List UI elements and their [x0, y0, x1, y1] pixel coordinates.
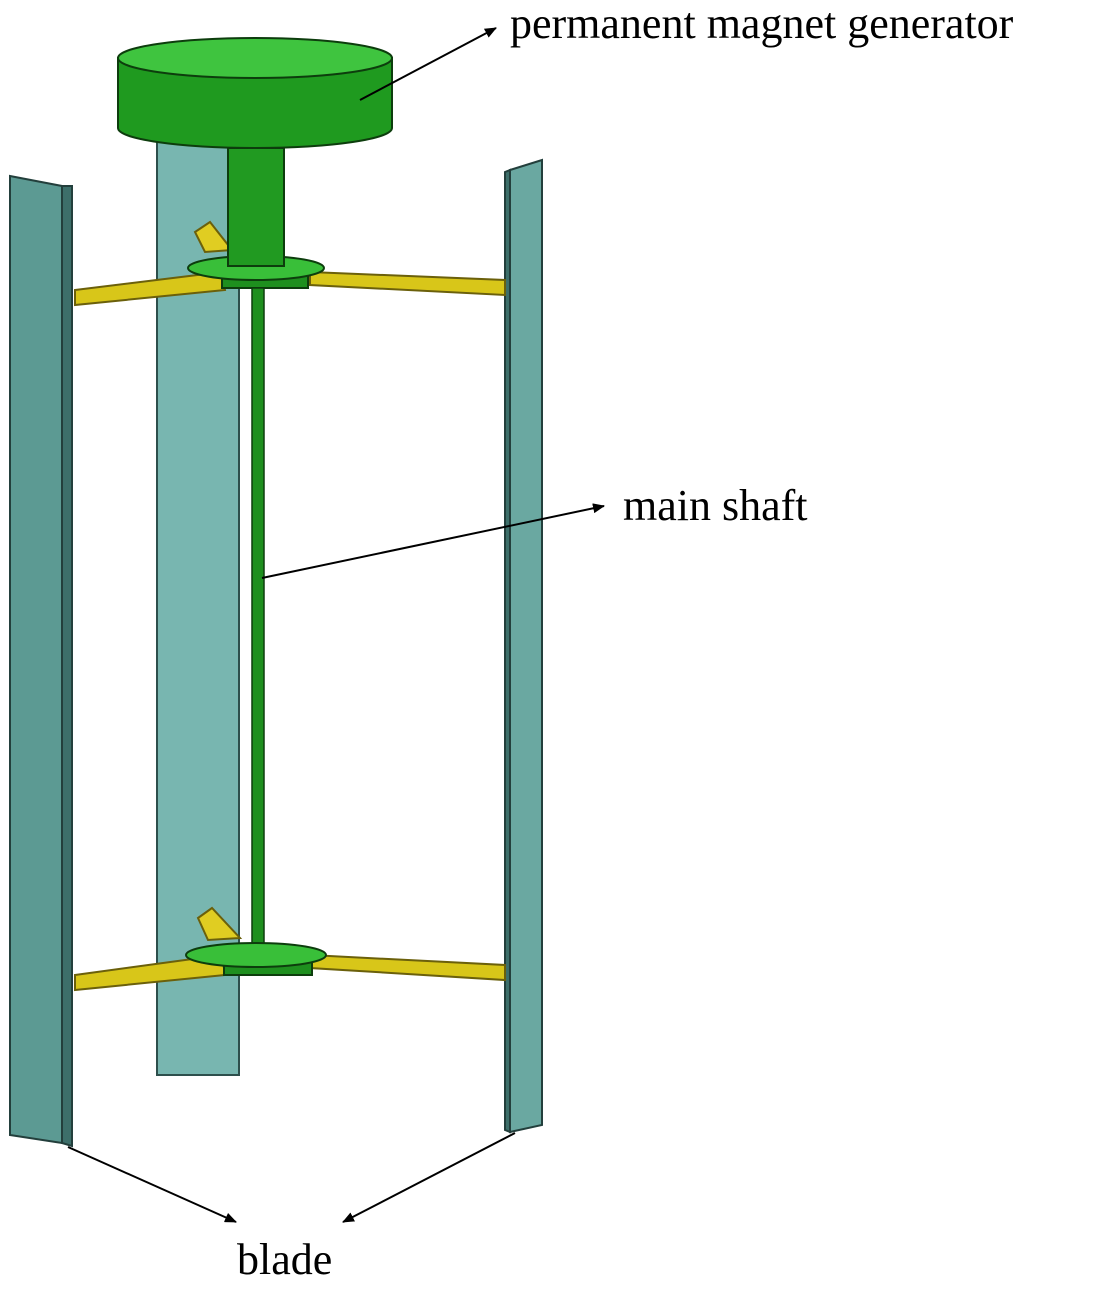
blade-label: blade	[237, 1235, 332, 1284]
upper-hub	[187, 255, 325, 289]
generator-arrow	[359, 27, 497, 101]
permanent-magnet-generator	[117, 37, 393, 149]
left-blade	[9, 174, 73, 1148]
generator-label: permanent magnet generator	[510, 0, 1014, 48]
leader-arrows	[67, 27, 605, 1223]
shaft-arrow	[261, 503, 605, 579]
shaft-label: main shaft	[623, 481, 808, 530]
main-shaft	[251, 287, 265, 957]
blade-arrow-left	[67, 1146, 237, 1223]
generator-neck	[227, 147, 285, 267]
lower-hub	[185, 942, 327, 976]
right-blade	[504, 158, 543, 1134]
blade-arrow-right	[342, 1132, 516, 1223]
